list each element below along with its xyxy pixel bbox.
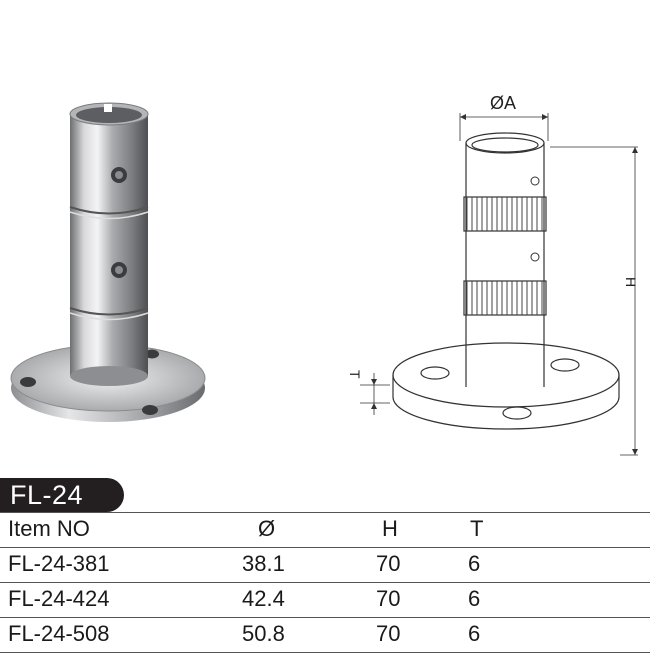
header-diameter: Ø	[258, 516, 276, 541]
cell-height: 70	[376, 551, 401, 576]
cell-thickness: 6	[468, 551, 481, 576]
cell-item-no: FL-24-381	[8, 551, 110, 576]
cell-diameter: 38.1	[242, 551, 285, 576]
table-row: FL-24-424 42.4 70 6	[0, 582, 650, 617]
dim-label-height: H	[623, 277, 639, 287]
cell-height: 70	[376, 586, 401, 611]
dim-label-diameter: ØA	[490, 93, 516, 113]
table-row: FL-24-381 38.1 70 6	[0, 547, 650, 582]
dim-label-thickness: T	[347, 370, 363, 379]
product-photo	[10, 102, 206, 422]
table-row: FL-24-508 50.8 70 6	[0, 617, 650, 653]
header-thickness: T	[470, 516, 484, 541]
cell-item-no: FL-24-424	[8, 586, 110, 611]
cell-item-no: FL-24-508	[8, 621, 110, 646]
spec-table: Item NO Ø H T FL-24-381 38.1 70 6 FL-24-…	[0, 512, 650, 653]
header-height: H	[382, 516, 398, 541]
cell-diameter: 42.4	[242, 586, 285, 611]
cell-thickness: 6	[468, 621, 481, 646]
header-item-no: Item NO	[8, 516, 90, 541]
model-label: FL-24	[10, 480, 84, 510]
cell-thickness: 6	[468, 586, 481, 611]
cell-height: 70	[376, 621, 401, 646]
model-badge: FL-24	[0, 478, 124, 512]
table-header-row: Item NO Ø H T	[0, 512, 650, 547]
cell-diameter: 50.8	[242, 621, 285, 646]
technical-drawing: ØA H T	[347, 93, 639, 456]
